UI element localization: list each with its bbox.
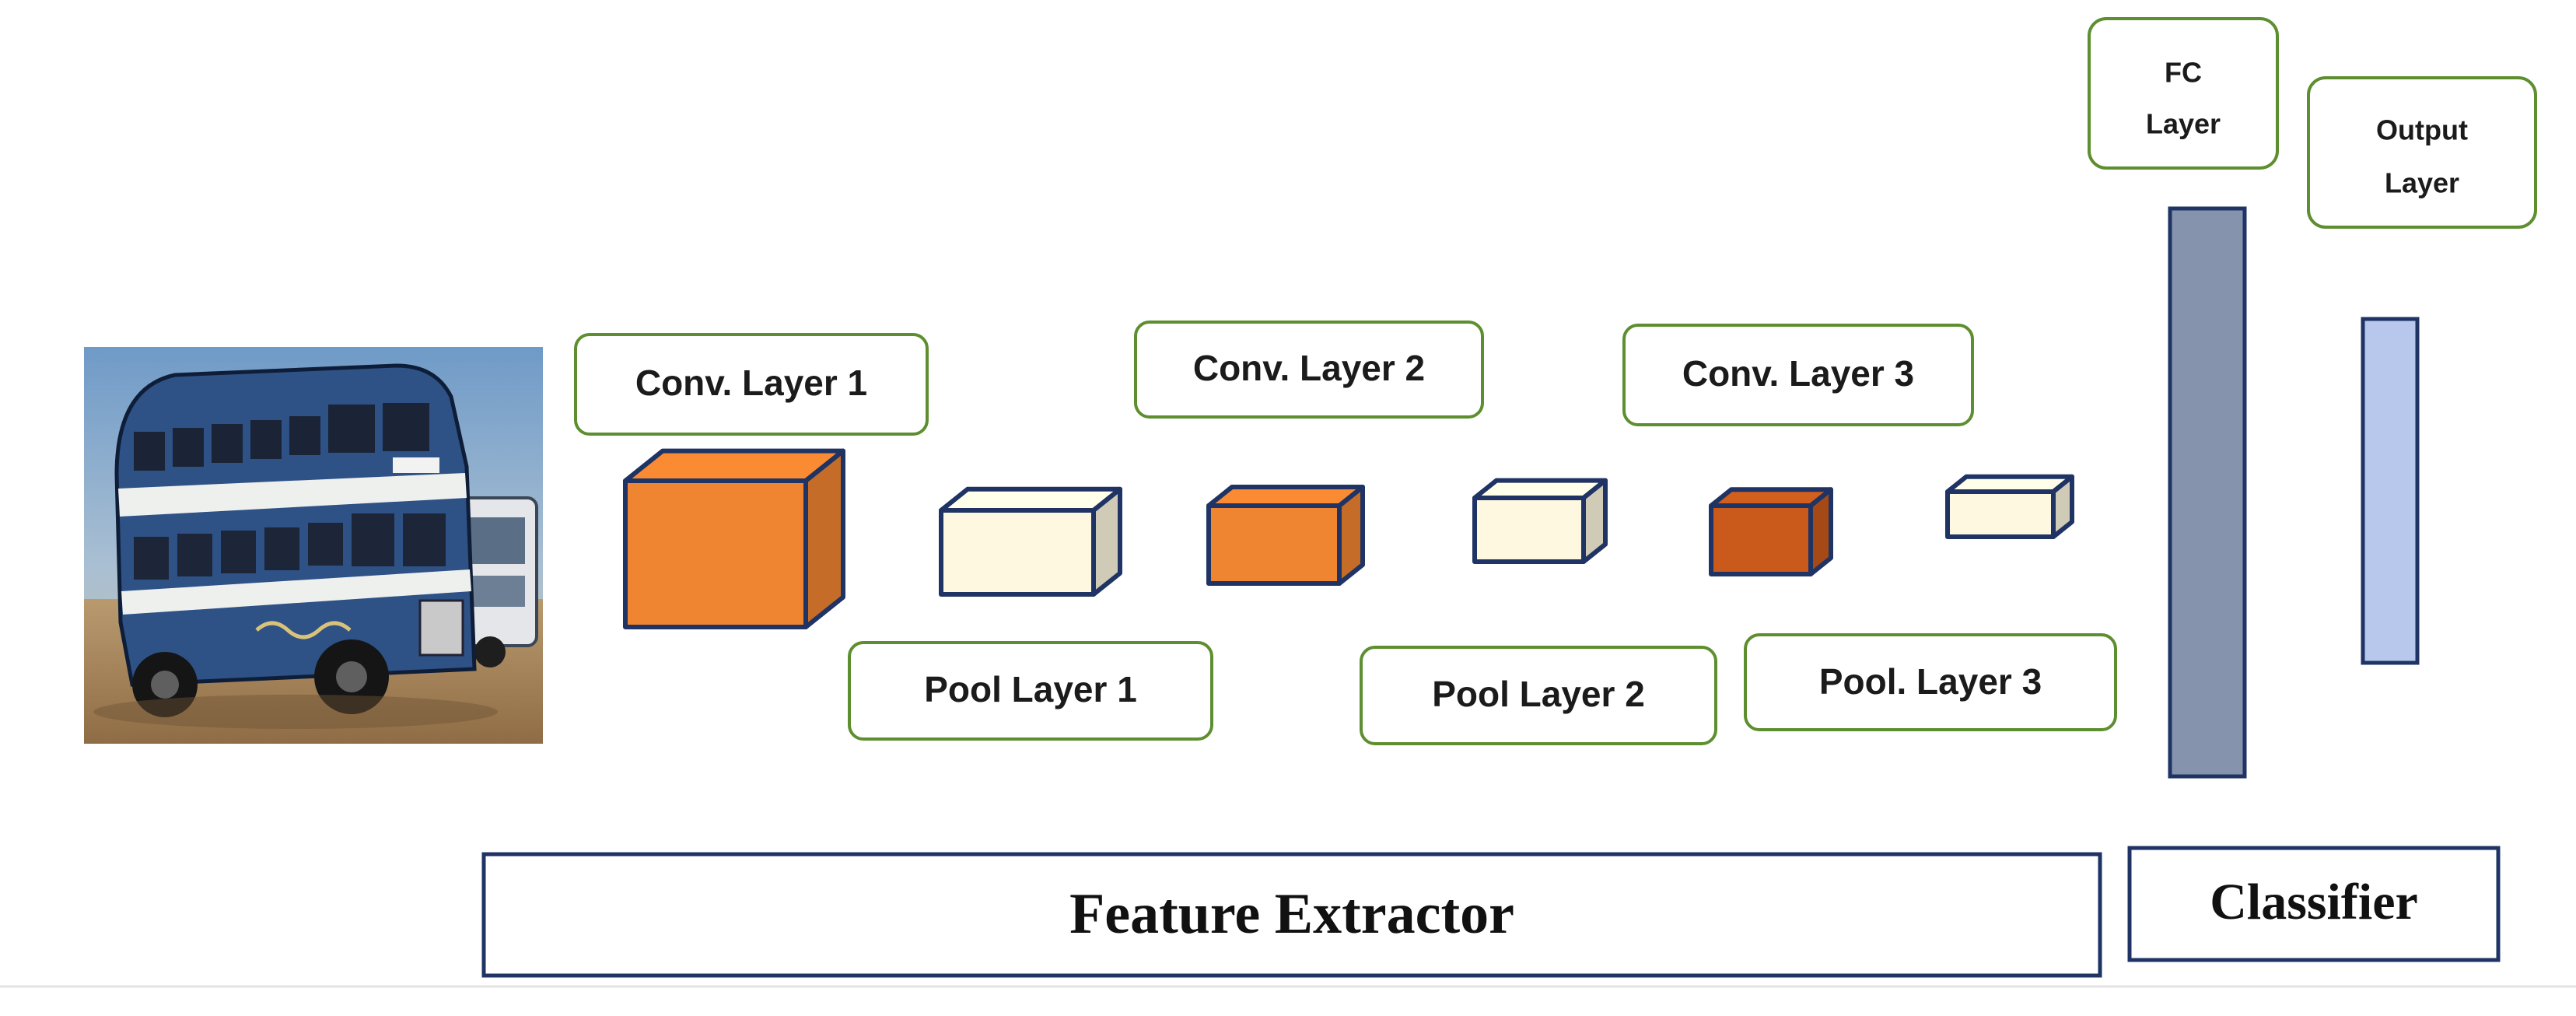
pool-layer-2-label: Pool Layer 2 [1360,646,1717,745]
fc-layer-label: FC Layer [2088,17,2279,170]
pool-1-volume-top [939,486,1122,513]
pool-layer-3-label: Pool. Layer 3 [1744,633,2117,731]
feature-extractor-section: Feature Extractor [481,852,2102,978]
conv-layer-1-label: Conv. Layer 1 [574,333,929,436]
classifier-text: Classifier [2210,874,2418,930]
layer-volumes [623,448,2074,629]
conv-1-volume-side [803,448,845,629]
output-layer-bar [2361,317,2420,665]
conv-3-volume-front [1709,503,1813,576]
conv-layer-1-text: Conv. Layer 1 [635,363,867,403]
input-image-bus [84,347,543,744]
pool-layer-1-label: Pool Layer 1 [848,641,1213,741]
pool-layer-1-text: Pool Layer 1 [924,669,1137,709]
conv-3-volume-side [1808,487,1833,576]
fc-layer-text-line2: Layer [2146,108,2221,140]
conv-layer-2-label: Conv. Layer 2 [1134,321,1484,419]
classifier-section: Classifier [2127,846,2501,962]
output-layer-label: Output Layer [2307,76,2537,229]
pool-layer-2-text: Pool Layer 2 [1432,674,1645,714]
conv-1-volume-front [623,478,808,629]
pool-layer-3-text: Pool. Layer 3 [1819,661,2042,702]
conv-layer-3-label: Conv. Layer 3 [1622,324,1974,426]
pool-2-volume-side [1581,478,1608,564]
conv-layer-3-text: Conv. Layer 3 [1682,353,1914,394]
pool-1-volume-front [939,508,1096,597]
pool-3-volume-front [1945,489,2056,539]
conv-2-volume-front [1206,503,1342,586]
fc-layer-bar [2168,206,2247,779]
output-layer-text-line1: Output [2376,114,2468,146]
feature-extractor-text: Feature Extractor [1069,882,1514,946]
pool-2-volume-front [1472,496,1586,564]
conv-2-volume-side [1337,485,1365,586]
output-layer-text-line2: Layer [2385,167,2459,199]
conv-layer-2-text: Conv. Layer 2 [1193,348,1425,388]
fc-layer-text-line1: FC [2165,57,2202,89]
pool-1-volume-side [1091,486,1122,597]
